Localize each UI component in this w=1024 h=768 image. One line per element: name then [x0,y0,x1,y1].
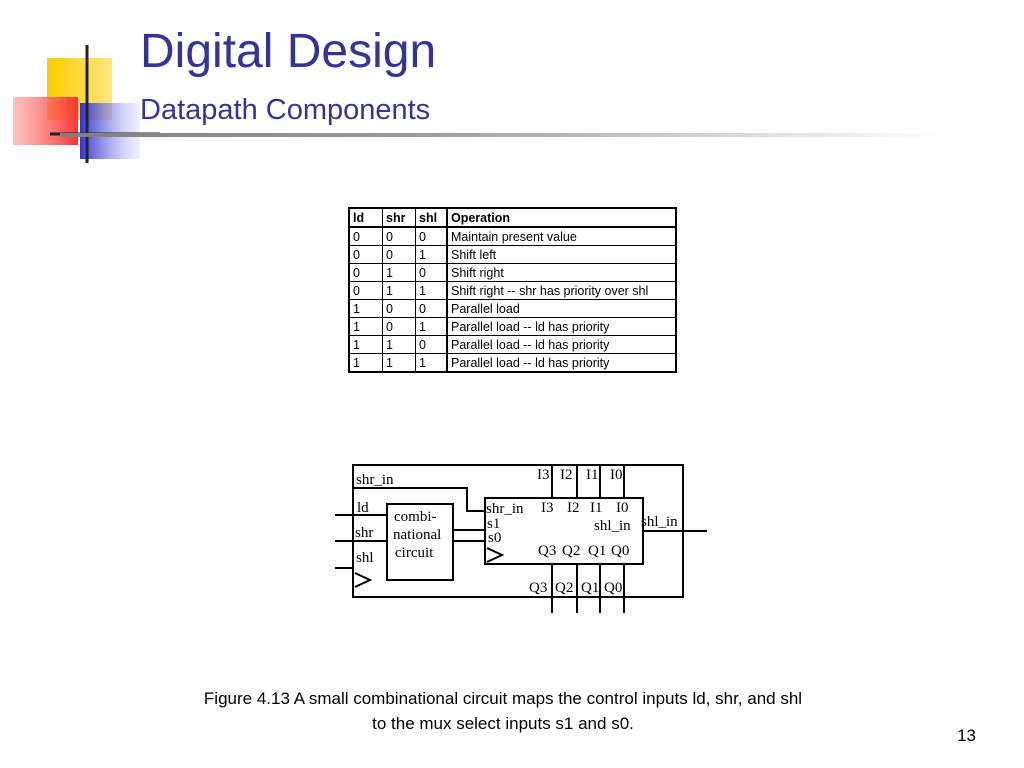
header-operation: Operation [446,207,677,228]
cell-shl: 0 [415,299,448,318]
label-comb-line3: circuit [395,545,434,561]
label-reg-i0: I0 [616,500,629,516]
label-reg-i3: I3 [541,500,554,516]
cell-ld: 1 [348,317,383,336]
label-bottom-q1: Q1 [581,580,599,596]
red-square [13,97,78,145]
slide-title: Digital Design [140,25,437,78]
cell-shl: 1 [415,317,448,336]
cell-shr: 0 [382,245,416,264]
cell-ld: 0 [348,263,383,282]
cell-shl: 0 [415,263,448,282]
cell-operation: Maintain present value [446,226,677,246]
circuit-diagram: shr_in ld shr shl combi- national circui… [335,464,707,613]
cell-operation: Shift right -- shr has priority over shl [446,281,677,300]
cell-ld: 1 [348,353,383,373]
cell-operation: Shift right [446,263,677,282]
caption-line-2: to the mux select inputs s1 and s0. [372,714,634,733]
cell-operation: Parallel load -- ld has priority [446,317,677,336]
page-number: 13 [957,726,976,745]
cell-shr: 1 [382,281,416,300]
label-shr: shr [355,525,373,541]
label-reg-shl-in: shl_in [594,518,631,534]
cell-shr: 1 [382,335,416,354]
label-reg-shr-in: shr_in [486,501,524,517]
cell-shr: 1 [382,263,416,282]
label-reg-s1: s1 [487,516,500,532]
cell-shl: 1 [415,245,448,264]
cell-shr: 1 [382,353,416,373]
label-top-i3: I3 [537,467,550,483]
label-top-i1: I1 [586,467,599,483]
cell-operation: Parallel load [446,299,677,318]
label-ld: ld [357,500,369,516]
label-shr-in-outer: shr_in [356,472,394,488]
cell-ld: 0 [348,245,383,264]
label-shl: shl [356,550,374,566]
cell-operation: Shift left [446,245,677,264]
cell-shl: 1 [415,353,448,373]
label-reg-q2: Q2 [562,543,580,559]
label-top-i0: I0 [610,467,623,483]
cell-ld: 0 [348,226,383,246]
cell-ld: 1 [348,299,383,318]
label-comb-line2: national [393,527,441,543]
label-reg-i1: I1 [590,500,603,516]
blue-square [80,103,140,159]
label-reg-q3: Q3 [538,543,556,559]
label-reg-q0: Q0 [611,543,629,559]
label-bottom-q0: Q0 [604,580,622,596]
cell-shl: 0 [415,335,448,354]
header-ld: ld [348,207,383,228]
label-reg-q1: Q1 [588,543,606,559]
corner-decoration [13,45,160,163]
cell-shl: 0 [415,226,448,246]
header-shr: shr [382,207,416,228]
label-bottom-q3: Q3 [529,580,547,596]
label-outer-shl-in: shl_in [641,514,678,530]
label-top-i2: I2 [560,467,573,483]
cell-shr: 0 [382,299,416,318]
cell-shl: 1 [415,281,448,300]
cell-operation: Parallel load -- ld has priority [446,335,677,354]
title-rule [60,133,940,137]
cell-shr: 0 [382,226,416,246]
label-comb-line1: combi- [394,509,437,525]
cell-ld: 0 [348,281,383,300]
label-reg-s0: s0 [488,530,501,546]
cell-ld: 1 [348,335,383,354]
figure-caption: Figure 4.13 A small combinational circui… [100,686,906,736]
cell-operation: Parallel load -- ld has priority [446,353,677,373]
label-reg-i2: I2 [567,500,580,516]
table-header-row: ld shr shl Operation [348,207,677,228]
slide-subtitle: Datapath Components [140,94,431,126]
caption-line-1: Figure 4.13 A small combinational circui… [203,689,803,708]
header-shl: shl [415,207,448,228]
label-bottom-q2: Q2 [555,580,573,596]
cell-shr: 0 [382,317,416,336]
